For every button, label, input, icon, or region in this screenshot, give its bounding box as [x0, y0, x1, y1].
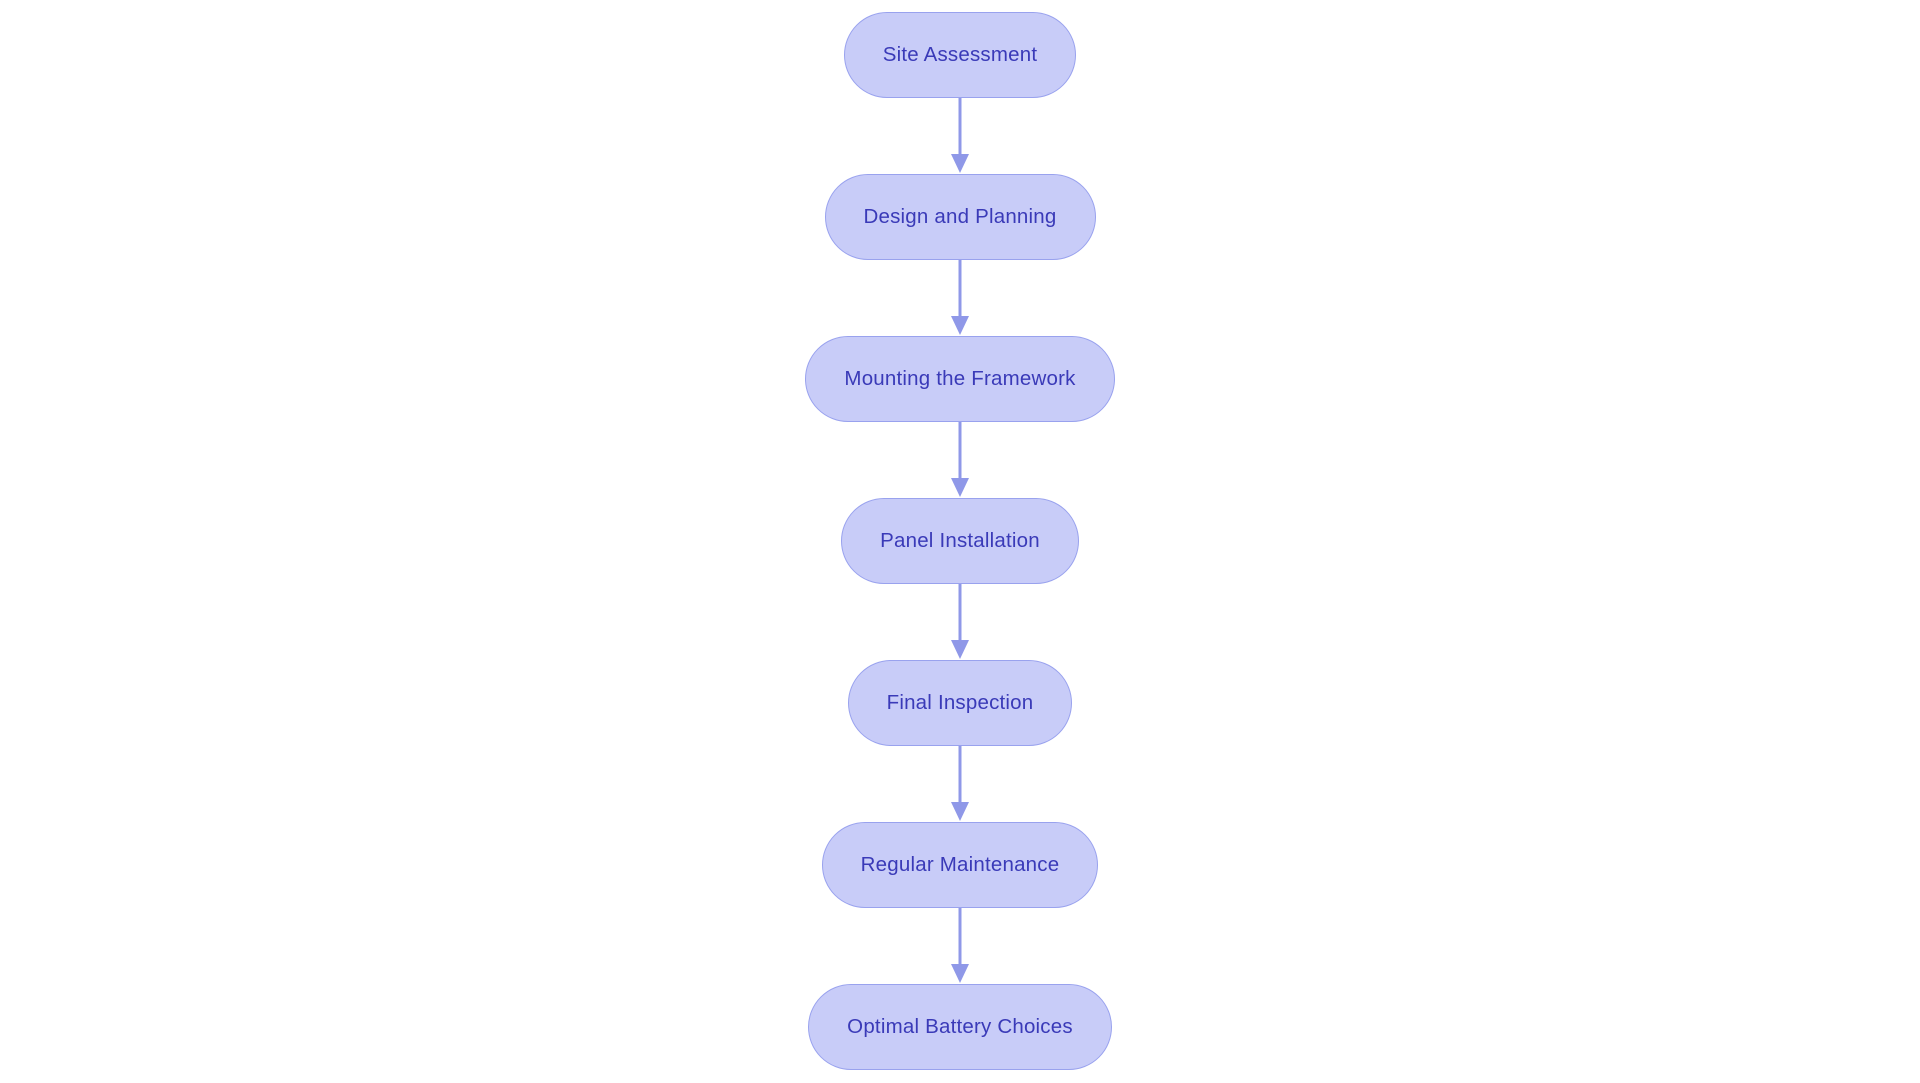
flow-node-label: Optimal Battery Choices — [847, 1015, 1073, 1038]
down-arrow-connector — [951, 422, 969, 497]
down-arrow-connector — [951, 908, 969, 983]
flow-node-label: Panel Installation — [880, 529, 1040, 552]
flow-node-label: Site Assessment — [882, 43, 1038, 66]
flow-node-site-assessment: Site Assessment — [843, 12, 1077, 98]
flow-node-regular-maintenance: Regular Maintenance — [821, 822, 1099, 908]
flow-node-label: Final Inspection — [886, 691, 1034, 714]
flow-node-final-inspection: Final Inspection — [847, 660, 1073, 746]
down-arrow-connector — [951, 98, 969, 173]
flowchart-column: Site Assessment Design and Planning Moun… — [0, 12, 1920, 1070]
down-arrow-connector — [951, 746, 969, 821]
flow-node-design-and-planning: Design and Planning — [824, 174, 1096, 260]
flow-node-panel-installation: Panel Installation — [841, 498, 1079, 584]
flow-node-optimal-battery-choices: Optimal Battery Choices — [808, 984, 1112, 1070]
flow-node-label: Design and Planning — [863, 205, 1057, 228]
flow-node-label: Mounting the Framework — [844, 367, 1076, 390]
down-arrow-connector — [951, 584, 969, 659]
flow-node-label: Regular Maintenance — [860, 853, 1060, 876]
flow-node-mounting-the-framework: Mounting the Framework — [805, 336, 1115, 422]
down-arrow-connector — [951, 260, 969, 335]
